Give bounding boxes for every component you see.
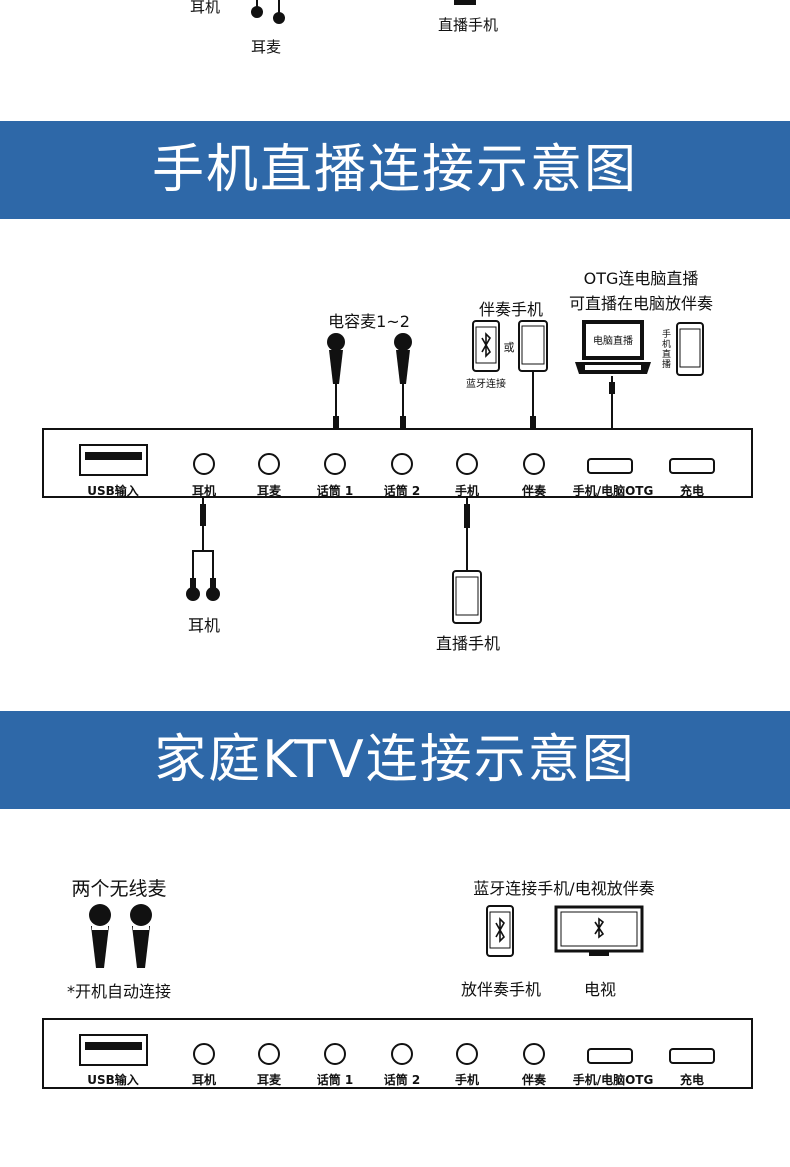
port-label-otg: 手机/电脑OTG: [572, 1073, 654, 1087]
jack-earmic: [258, 453, 280, 475]
port-label-usb: USB输入: [87, 484, 139, 498]
auto-connect-note: *开机自动连接: [66, 982, 172, 1001]
port-label-phone: 手机: [454, 1073, 480, 1087]
usb-port: [79, 1034, 148, 1066]
port-label-earphone: 耳机: [191, 1073, 217, 1087]
port-label-usb: USB输入: [87, 1073, 139, 1087]
phone-icon: [518, 320, 548, 372]
mic-label: 电容麦1~2: [328, 312, 410, 331]
banner-title: 家庭KTV连接示意图: [154, 730, 636, 790]
accomp-label: 伴奏手机: [478, 300, 544, 319]
port-label-otg: 手机/电脑OTG: [572, 484, 654, 498]
port-label-charge: 充电: [679, 484, 705, 498]
port-label-mic2: 话筒 2: [383, 1073, 421, 1087]
accomp-phone-label: 放伴奏手机: [460, 980, 542, 999]
port-label-mic1: 话筒 1: [316, 484, 354, 498]
jack-earmic: [258, 1043, 280, 1065]
port-charge: [669, 1048, 715, 1064]
port-label-phone: 手机: [454, 484, 480, 498]
wireless-mics-label: 两个无线麦: [71, 878, 167, 900]
top-phone-stub: [454, 0, 476, 5]
live-phone-label: 直播手机: [435, 634, 501, 653]
port-otg: [587, 458, 633, 474]
banner-home-ktv: 家庭KTV连接示意图: [0, 711, 790, 809]
jack-accomp: [523, 453, 545, 475]
tv-icon: [554, 905, 644, 956]
bluetooth-phone-icon: [486, 905, 514, 957]
jack-phone: [456, 453, 478, 475]
port-label-accomp: 伴奏: [521, 1073, 547, 1087]
port-label-charge: 充电: [679, 1073, 705, 1087]
top-phone-label: 直播手机: [437, 16, 499, 34]
bt-title: 蓝牙连接手机/电视放伴奏: [473, 879, 655, 898]
top-earmic-label: 耳麦: [250, 38, 282, 56]
jack-mic1: [324, 1043, 346, 1065]
jack-mic2: [391, 1043, 413, 1065]
port-charge: [669, 458, 715, 474]
jack-phone: [456, 1043, 478, 1065]
jack-mic1: [324, 453, 346, 475]
microphone-icon: [130, 904, 152, 968]
top-earphone-label: 耳机: [189, 0, 221, 16]
microphone-icon: [327, 333, 345, 442]
earphone-cable-icon: [186, 498, 220, 601]
or-label: 或: [503, 341, 515, 354]
earphone-icon: [251, 0, 285, 24]
tv-label: 电视: [583, 980, 617, 999]
microphone-icon: [89, 904, 111, 968]
banner-phone-live: 手机直播连接示意图: [0, 121, 790, 219]
laptop-screen-text: 电脑直播: [593, 336, 633, 347]
otg-line2: 可直播在电脑放伴奏: [568, 294, 714, 313]
port-label-earmic: 耳麦: [256, 484, 282, 498]
banner-title: 手机直播连接示意图: [151, 140, 638, 200]
cable-icon: [530, 372, 536, 444]
otg-line1: OTG连电脑直播: [583, 269, 699, 288]
port-label-mic1: 话筒 1: [316, 1073, 354, 1087]
port-otg: [587, 1048, 633, 1064]
phone-live-vertical-label: 手机直播: [662, 330, 672, 370]
jack-mic2: [391, 453, 413, 475]
bluetooth-phone-icon: [472, 320, 500, 372]
jack-earphone: [193, 453, 215, 475]
laptop-icon: [575, 320, 651, 374]
port-label-accomp: 伴奏: [521, 484, 547, 498]
phone-icon: [676, 322, 704, 376]
bluetooth-label: 蓝牙连接: [466, 379, 506, 390]
port-label-mic2: 话筒 2: [383, 484, 421, 498]
usb-port: [79, 444, 148, 476]
earphone-label: 耳机: [187, 616, 221, 635]
jack-accomp: [523, 1043, 545, 1065]
port-label-earmic: 耳麦: [256, 1073, 282, 1087]
live-phone-icon: [452, 570, 482, 624]
jack-earphone: [193, 1043, 215, 1065]
phone-cable-icon: [464, 498, 470, 572]
port-label-earphone: 耳机: [191, 484, 217, 498]
microphone-icon: [394, 333, 412, 442]
